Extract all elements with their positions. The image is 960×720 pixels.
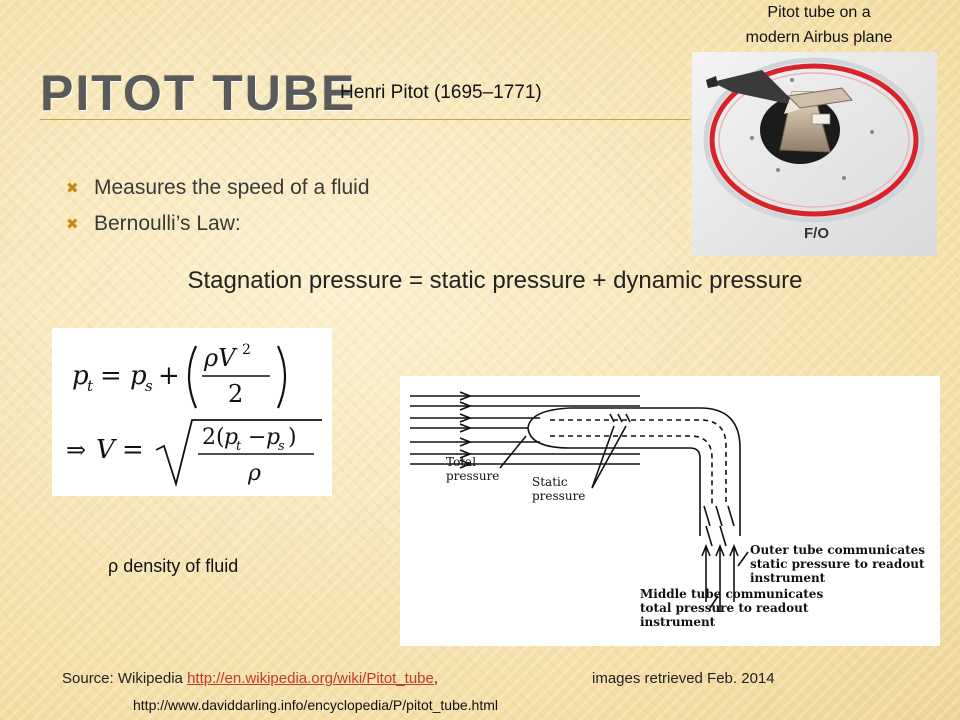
density-note: ρ density of fluid xyxy=(108,556,239,576)
daviddarling-source-url: http://www.daviddarling.info/encyclopedi… xyxy=(133,697,498,713)
svg-text:2(: 2( xyxy=(202,425,225,450)
svg-text:p: p xyxy=(72,361,89,391)
inventor-subtitle: Henri Pitot (1695–1771) xyxy=(340,82,542,103)
outer-tube-label-1: Outer tube communicates xyxy=(750,543,925,557)
total-pressure-label-1: Total xyxy=(446,455,476,469)
static-pressure-label-1: Static xyxy=(532,475,568,489)
formula-svg: p t = p s + ρV 2 2 ⇒ V = 2( p t − p s ) … xyxy=(66,342,322,488)
svg-text:2: 2 xyxy=(242,342,251,358)
static-pressure-label-2: pressure xyxy=(532,489,585,503)
svg-text:s: s xyxy=(278,439,285,454)
svg-text:+: + xyxy=(158,361,180,391)
outer-tube-label-2: static pressure to readout xyxy=(750,557,925,571)
pitot-probe-illustration: F/O xyxy=(692,52,937,256)
bernoulli-statement: Stagnation pressure = static pressure + … xyxy=(187,267,803,294)
svg-text:=: = xyxy=(100,361,122,391)
svg-text:⇒: ⇒ xyxy=(66,436,86,464)
photo-fo-label: F/O xyxy=(804,225,829,242)
bullet-item: ✖ Measures the speed of a fluid xyxy=(66,176,370,200)
middle-tube-label-1: Middle tube communicates xyxy=(640,587,823,601)
svg-text:p: p xyxy=(266,425,280,450)
airbus-pitot-photo: F/O xyxy=(692,52,937,256)
svg-text:=: = xyxy=(122,435,144,465)
source-prefix: Source: Wikipedia xyxy=(62,670,188,687)
pitot-diagram-svg: Total pressure Static pressure Outer tub… xyxy=(410,391,925,629)
retrieved-note: images retrieved Feb. 2014 xyxy=(592,670,775,687)
bullet-item: ✖ Bernoulli’s Law: xyxy=(66,212,241,236)
svg-text:V: V xyxy=(96,435,117,465)
photo-caption-line: Pitot tube on a xyxy=(767,4,871,21)
bullet-marker-icon: ✖ xyxy=(66,180,79,197)
title-divider xyxy=(40,119,690,120)
svg-text:): ) xyxy=(288,425,297,450)
svg-text:s: s xyxy=(145,377,153,395)
bernoulli-formula: p t = p s + ρV 2 2 ⇒ V = 2( p t − p s ) … xyxy=(52,328,332,496)
svg-text:ρV: ρV xyxy=(203,344,238,372)
svg-text:p: p xyxy=(130,361,147,391)
photo-caption-line: modern Airbus plane xyxy=(745,29,893,46)
svg-text:−: − xyxy=(248,425,266,450)
outer-tube-label-3: instrument xyxy=(750,571,826,585)
bullet-marker-icon: ✖ xyxy=(66,216,79,233)
bullet-text: Measures the speed of a fluid xyxy=(94,176,370,199)
pitot-tube-diagram: Total pressure Static pressure Outer tub… xyxy=(400,376,940,646)
slide-title: PITOT TUBE xyxy=(40,65,357,121)
svg-text:t: t xyxy=(87,377,94,395)
source-comma: , xyxy=(433,670,439,687)
wikipedia-link[interactable]: http://en.wikipedia.org/wiki/Pitot_tube xyxy=(187,670,434,687)
svg-text:2: 2 xyxy=(228,380,243,408)
svg-text:p: p xyxy=(224,425,238,450)
photo-caption: Pitot tube on a modern Airbus plane xyxy=(690,0,948,50)
svg-text:t: t xyxy=(236,439,242,454)
source-citation: Source: Wikipedia http://en.wikipedia.or… xyxy=(62,670,438,687)
middle-tube-label-2: total pressure to readout xyxy=(640,601,809,615)
svg-text:ρ: ρ xyxy=(247,461,261,486)
bullet-text: Bernoulli’s Law: xyxy=(94,212,241,235)
middle-tube-label-3: instrument xyxy=(640,615,716,629)
total-pressure-label-2: pressure xyxy=(446,469,499,483)
